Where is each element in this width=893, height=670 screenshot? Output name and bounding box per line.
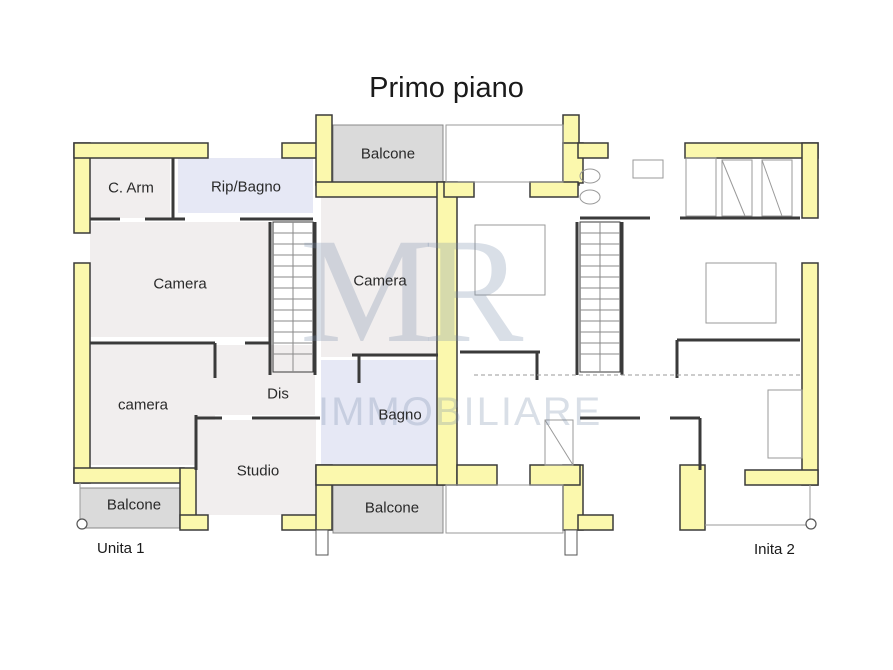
furniture (474, 157, 803, 466)
room-label-camera-1: Camera (153, 275, 207, 293)
bathtub (685, 157, 717, 217)
corner-marker (805, 518, 817, 530)
double-bed (705, 262, 777, 324)
room-label-camera-2: Camera (353, 272, 407, 290)
unit-1-floors (79, 124, 444, 534)
plan-title: Primo piano (369, 72, 524, 104)
corner-marker (76, 518, 88, 530)
room-label-bagno: Bagno (378, 406, 422, 424)
room-label-rip-bagno: Rip/Bagno (210, 178, 282, 196)
room-label-balcone-top: Balcone (360, 145, 416, 163)
interior-walls (90, 158, 800, 470)
room-label-c-arm: C. Arm (108, 179, 154, 197)
walls (73, 114, 819, 531)
shower (544, 419, 574, 466)
room-label-dis: Dis (267, 385, 289, 403)
single-bed (767, 389, 803, 459)
room-label-balcone-left: Balcone (106, 496, 162, 514)
room-label-balcone-bottom: Balcone (364, 499, 420, 517)
room-label-camera-3: camera (117, 396, 169, 414)
stairs (272, 221, 621, 373)
unit-2-label: Inita 2 (754, 541, 795, 558)
sink (632, 159, 664, 179)
room-label-studio: Studio (236, 462, 280, 480)
unit-1-label: Unita 1 (97, 540, 145, 557)
